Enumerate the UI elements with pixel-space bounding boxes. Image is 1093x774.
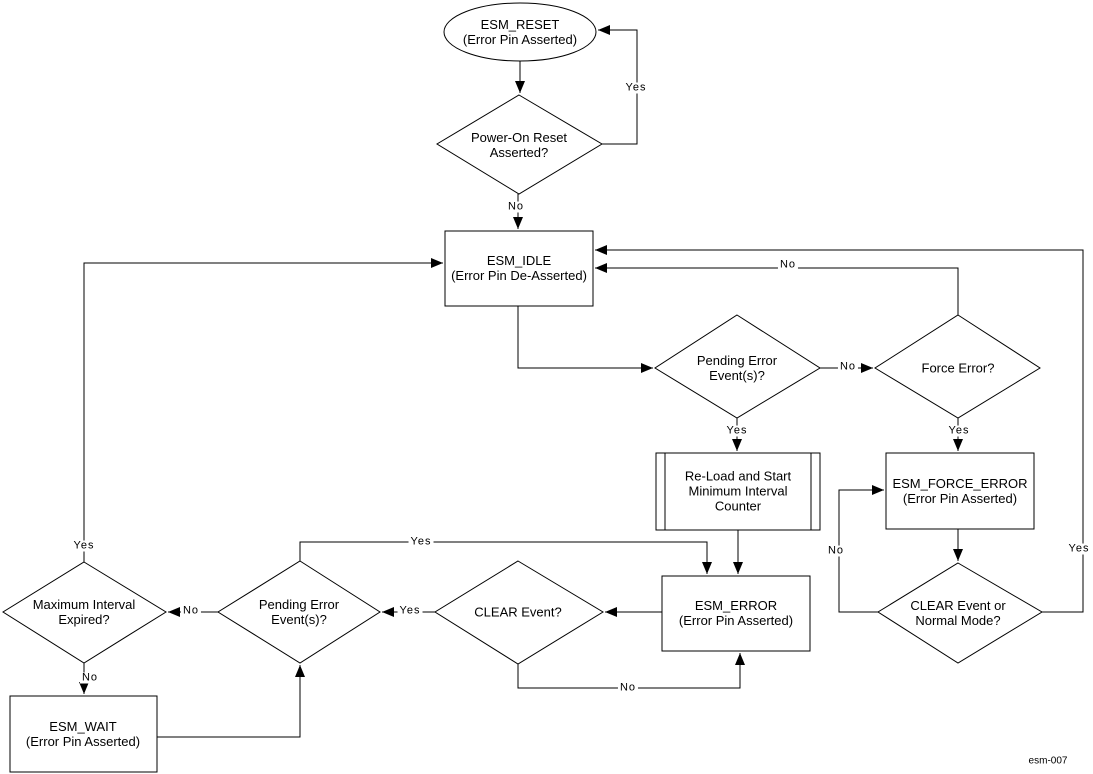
edge-max-yes-to-idle — [83, 258, 443, 562]
edge-force-no-to-idle — [595, 263, 959, 315]
esm-error-shape — [661, 575, 811, 652]
clear-event-diamond — [434, 560, 604, 665]
edge-clear-no-to-error — [517, 653, 745, 689]
figure-caption: esm-007 — [1028, 755, 1068, 767]
esm-force-error-shape — [885, 452, 1035, 530]
esm-reset-shape — [443, 2, 597, 62]
reload-counter-shape — [655, 452, 821, 531]
esm-wait-shape — [9, 695, 158, 773]
edge-clearnormal-no-to-forceerror — [838, 485, 884, 613]
pending-error-upper-diamond — [654, 314, 821, 419]
edge-pending-lower-yes-to-error — [299, 541, 712, 574]
edge-clearnormal-yes-to-idle — [595, 245, 1084, 613]
edge-por-yes-to-reset — [598, 25, 638, 145]
pending-error-lower-diamond — [217, 560, 381, 664]
edge-idle-to-pending-upper — [517, 306, 653, 373]
esm-idle-shape — [444, 230, 594, 307]
power-on-reset-diamond — [436, 94, 603, 195]
force-error-diamond — [874, 314, 1041, 419]
max-interval-diamond — [2, 561, 167, 664]
clear-or-normal-diamond — [877, 562, 1043, 664]
edge-wait-to-pending-lower — [157, 665, 305, 738]
